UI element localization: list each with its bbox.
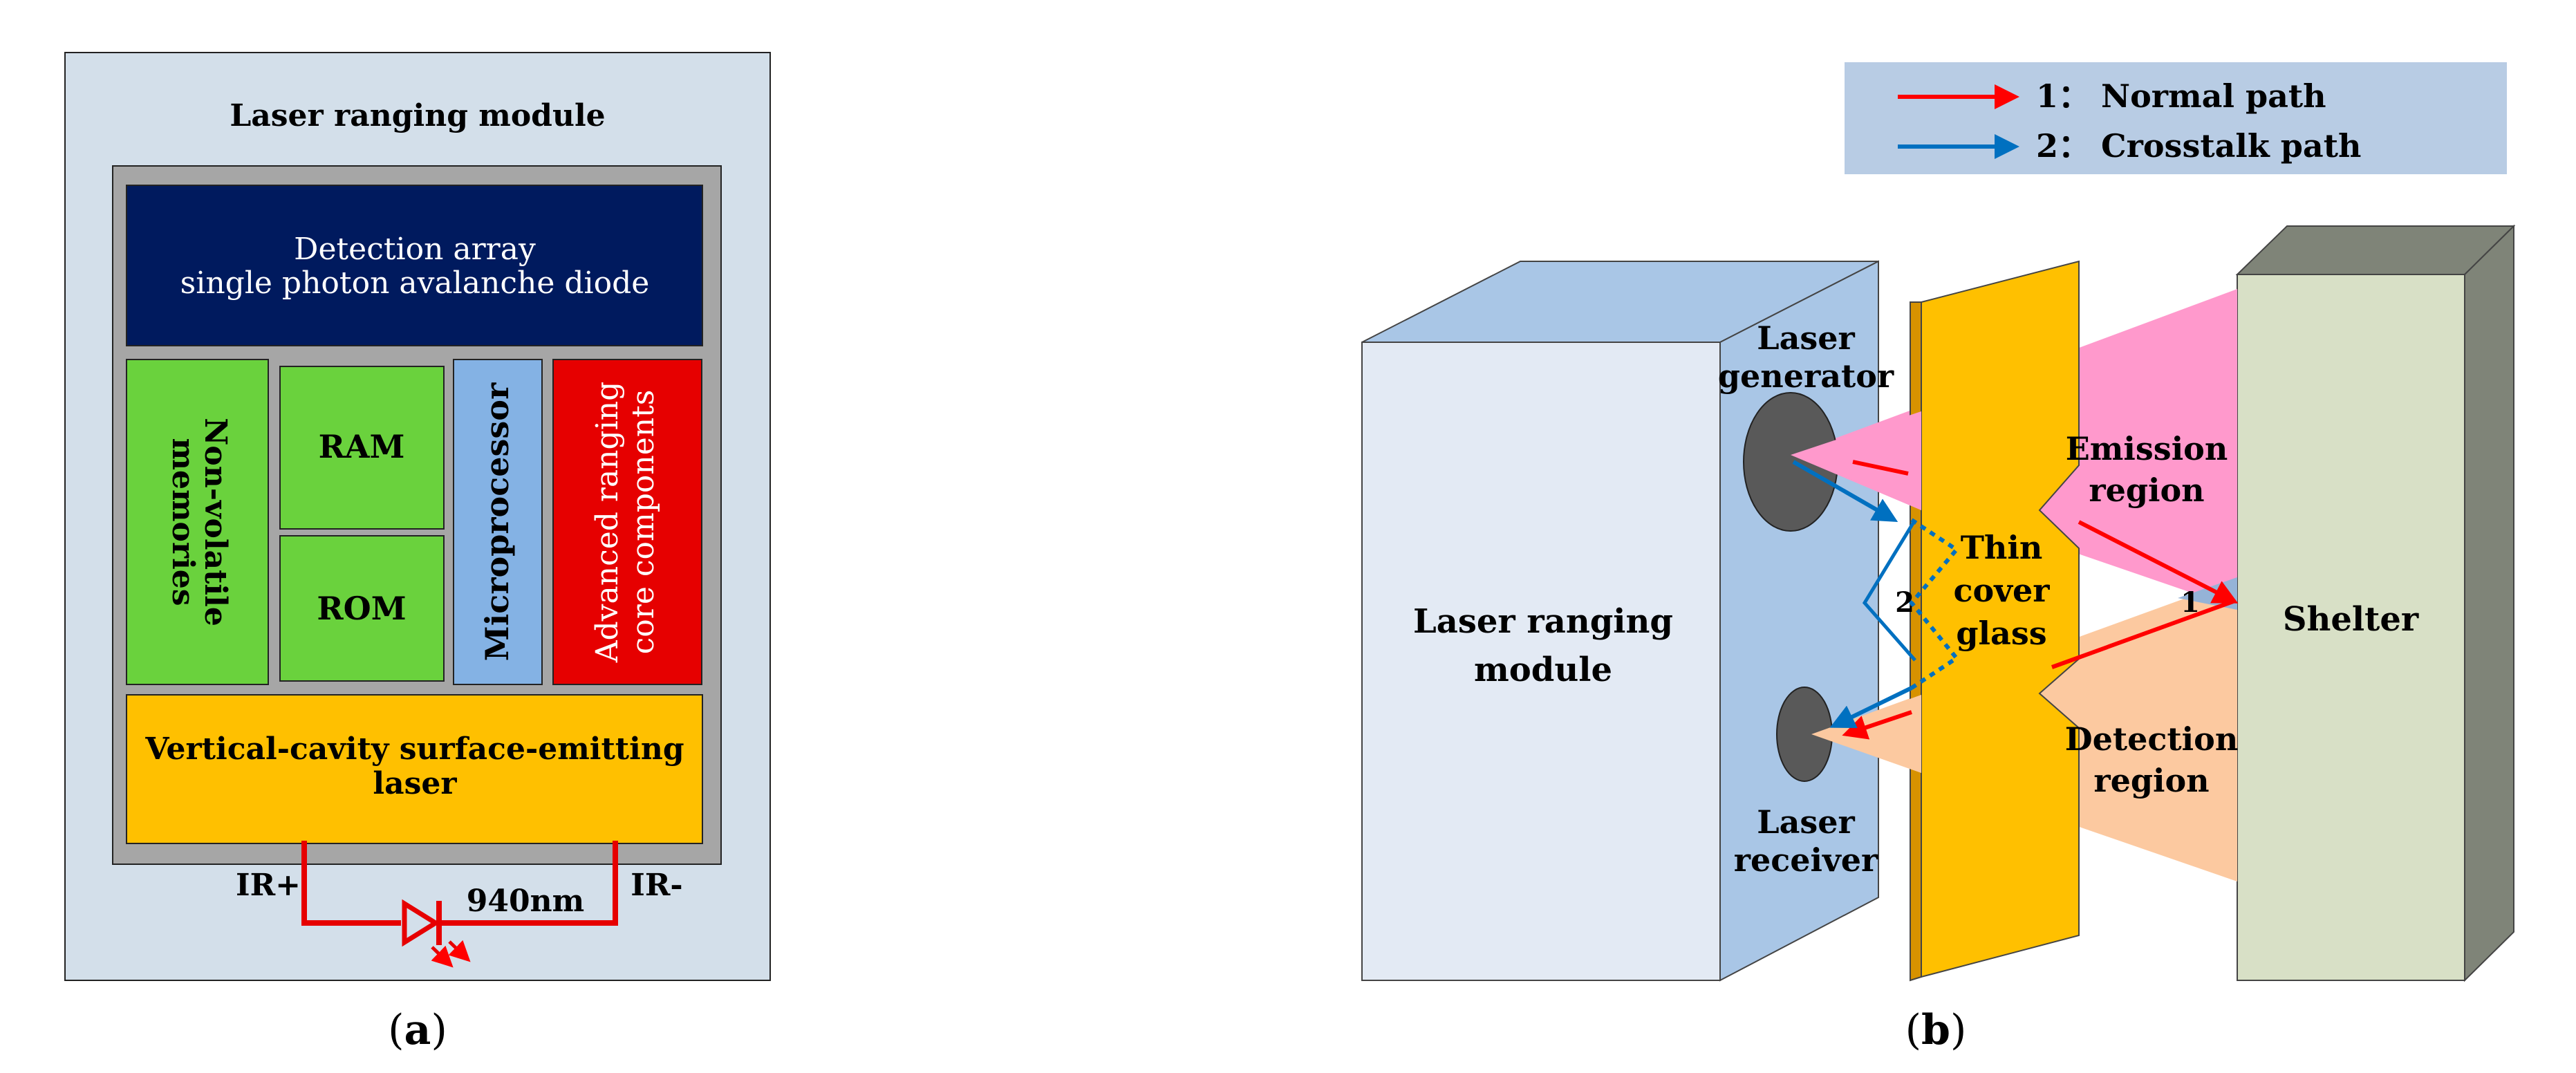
panel-b: 1： Normal path 2： Crosstalk path Laser r… (1361, 62, 2516, 1054)
microprocessor-label: Microprocessor (478, 382, 516, 661)
normal-path-return-1 (2051, 599, 2234, 669)
shelter-front (2237, 274, 2465, 981)
wavelength-label: 940nm (467, 884, 584, 919)
detection-region-label-2: region (2093, 762, 2209, 799)
emission-region-label-2: region (2089, 472, 2204, 509)
normal-path-number: 1 (2181, 586, 2200, 619)
ir-minus-label: IR- (631, 868, 682, 903)
rom-label: ROM (317, 590, 406, 627)
nvm-block (126, 359, 269, 685)
laser-generator-label-2: generator (1718, 357, 1894, 395)
advanced-ranging-label-1: Advanced ranging (590, 382, 625, 664)
legend-normal-label: 1： Normal path (2036, 77, 2326, 115)
module-box-label-2: module (1474, 651, 1612, 689)
nvm-label-2: memories (165, 438, 200, 606)
ir-circuit-wire (301, 841, 401, 926)
ir-circuit-wire-right (439, 841, 618, 926)
shelter-label: Shelter (2283, 600, 2419, 639)
crosstalk-path-dashed (1909, 518, 1960, 690)
led-diode-icon (402, 899, 440, 947)
cover-glass-label-1: Thin (1961, 529, 2043, 566)
advanced-ranging-label-2: core components (626, 390, 661, 655)
crosstalk-path-1 (1792, 460, 1898, 522)
vcsel-label-1: Vertical-cavity surface-emitting (144, 731, 684, 767)
normal-path-emit-2 (2078, 520, 2239, 604)
cover-glass-label-2: cover (1954, 572, 2051, 609)
ram-block (279, 366, 445, 530)
detection-region-label-1: Detection (2065, 720, 2239, 758)
advanced-ranging-block (552, 359, 702, 685)
module-box-front (1361, 342, 1721, 981)
laser-receiver-label-2: receiver (1734, 841, 1878, 879)
legend-box (1845, 62, 2507, 174)
detection-array-block (126, 185, 703, 346)
nvm-label-1: Non-volatile (198, 418, 233, 626)
detection-array-label-1: Detection array (294, 232, 536, 267)
module-title: Laser ranging module (230, 98, 605, 133)
laser-generator-label-1: Laser (1757, 319, 1855, 357)
laser-receiver-label-1: Laser (1757, 803, 1855, 841)
crosstalk-path-number: 2 (1895, 586, 1914, 619)
crosstalk-path-2 (1862, 519, 1917, 662)
normal-path-emit-1 (1852, 460, 1909, 476)
module-box-label-1: Laser ranging (1413, 602, 1673, 641)
crosstalk-path-3 (1829, 686, 1913, 729)
panel-a: Laser ranging module Detection array sin… (64, 52, 771, 1054)
ir-plus-label: IR+ (236, 868, 301, 903)
ram-label: RAM (319, 428, 405, 465)
emission-region-label-1: Emission (2066, 430, 2228, 467)
led-emission-arrow-1 (431, 945, 454, 968)
shelter-side (2464, 224, 2514, 982)
legend-crosstalk-label: 2： Crosstalk path (2036, 127, 2361, 165)
cover-glass-label-3: glass (1956, 615, 2046, 652)
vcsel-block (126, 694, 703, 844)
led-emission-arrow-2 (448, 940, 471, 962)
rom-block (279, 535, 445, 682)
vcsel-label-2: laser (373, 766, 457, 801)
normal-path-return-2 (1842, 710, 1912, 740)
caption-a: (a) (388, 1006, 447, 1054)
caption-b: (b) (1905, 1006, 1967, 1054)
glass-side (1910, 301, 1922, 982)
microprocessor-block (453, 359, 543, 685)
detection-array-label-2: single photon avalanche diode (180, 265, 650, 301)
